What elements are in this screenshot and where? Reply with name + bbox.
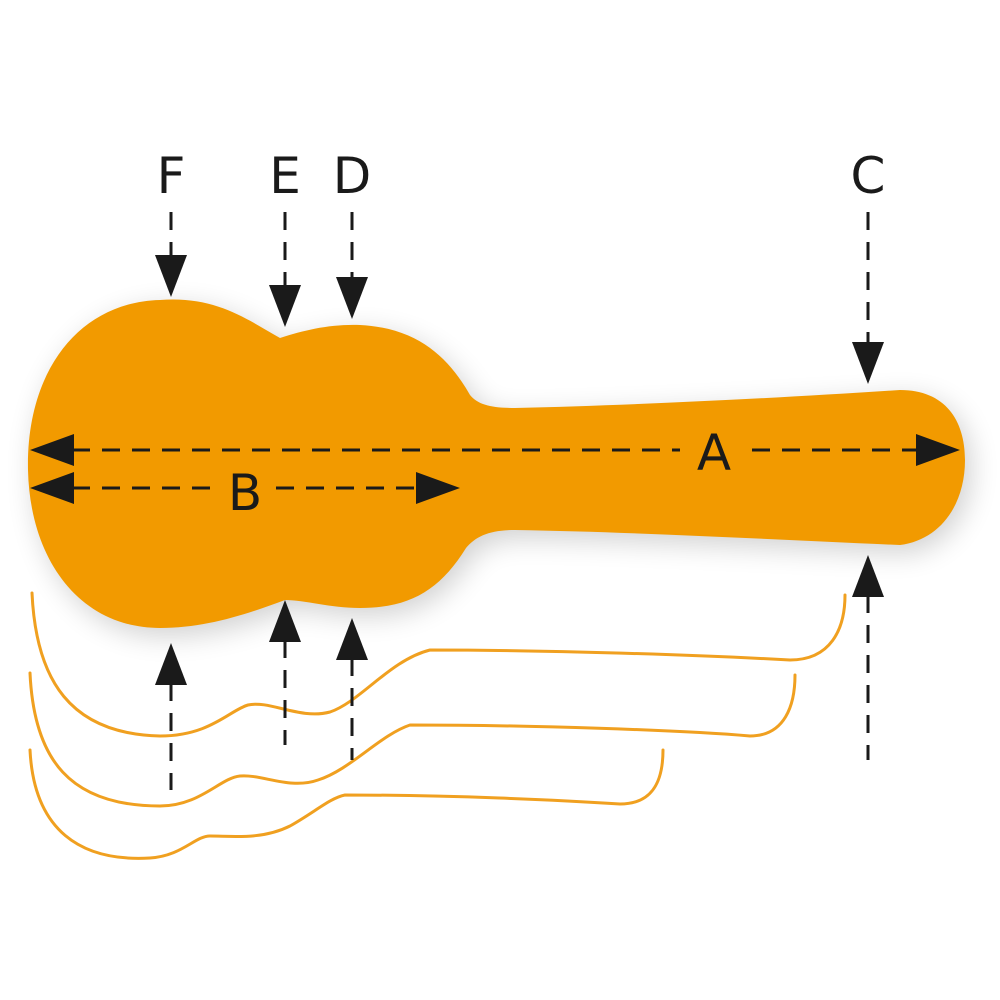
arrow-f-bottom: [155, 643, 187, 790]
arrow-b-horizontal: [30, 472, 460, 504]
arrow-e-bottom: [269, 600, 301, 745]
label-f: F: [157, 147, 186, 205]
label-b: B: [228, 464, 262, 522]
guitar-case-shape: [27, 299, 966, 628]
label-c: C: [851, 147, 886, 205]
arrow-a-horizontal: [30, 434, 960, 466]
case-outline-curve-1: [30, 591, 847, 738]
label-e: E: [269, 147, 301, 205]
case-outline-curve-3: [28, 748, 665, 860]
arrow-c-bottom: [852, 555, 884, 760]
arrow-f-top: [155, 212, 187, 297]
arrow-d-top: [336, 212, 368, 319]
case-outline-curve-2: [28, 671, 797, 808]
callout-frames-top: [135, 170, 906, 212]
label-d: D: [333, 147, 372, 205]
arrow-c-top: [852, 212, 884, 384]
arrow-e-top: [269, 212, 301, 327]
label-a: A: [697, 424, 731, 482]
arrow-d-bottom: [336, 618, 368, 760]
